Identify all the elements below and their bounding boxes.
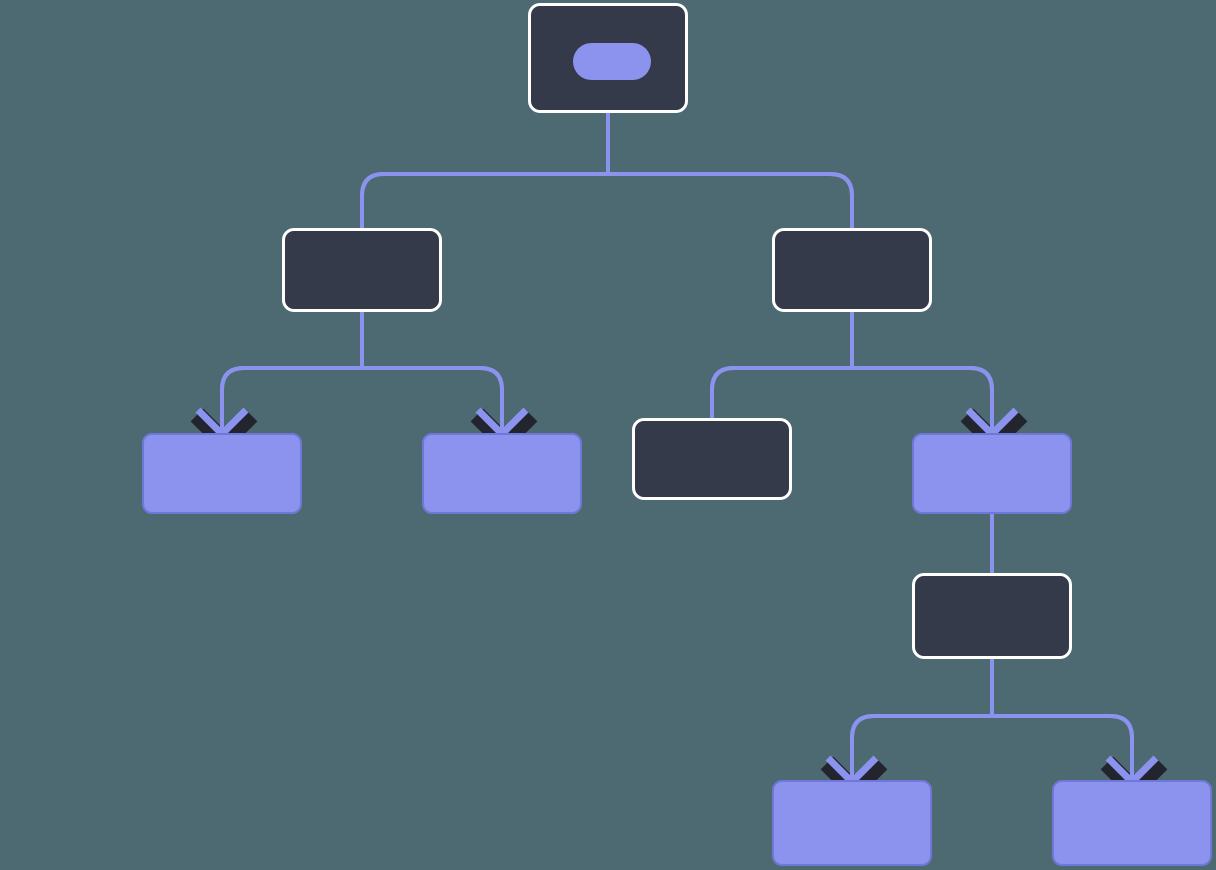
- leaf-node-right-branching[interactable]: [912, 433, 1072, 514]
- edge-sub-branch-to-bottom-left: [850, 659, 994, 786]
- arrowhead-icon: [825, 755, 879, 787]
- leaf-node-bottom-right[interactable]: [1052, 780, 1212, 866]
- edge-left-branch-to-leaf-two: [360, 312, 504, 438]
- leaf-node-left-second[interactable]: [422, 433, 582, 514]
- terminal-node-dark[interactable]: [632, 418, 792, 500]
- edge-right-branch-to-terminal: [710, 312, 854, 418]
- sub-branch-node[interactable]: [912, 573, 1072, 659]
- edge-right-branch-to-leaf: [850, 312, 994, 438]
- arrowhead-icon: [475, 407, 529, 439]
- arrowhead-icon: [1105, 755, 1159, 787]
- edge-left-branch-to-leaf-two-overlay: [360, 312, 504, 438]
- arrowhead-icon: [195, 407, 249, 439]
- edge-sub-branch-to-bottom-right-overlay: [990, 659, 1134, 786]
- edge-sub-branch-to-bottom-right: [990, 659, 1134, 786]
- edge-left-branch-to-leaf-one: [220, 312, 364, 438]
- edge-right-branch-to-leaf-overlay: [850, 312, 994, 438]
- leaf-node-bottom-left[interactable]: [772, 780, 932, 866]
- arrowhead-icon: [965, 407, 1019, 439]
- branch-node-right[interactable]: [772, 228, 932, 312]
- edge-right-branch-to-terminal-overlay: [710, 312, 854, 418]
- edge-sub-branch-to-bottom-left-overlay: [850, 659, 994, 786]
- branch-node-left[interactable]: [282, 228, 442, 312]
- leaf-node-left-first[interactable]: [142, 433, 302, 514]
- root-node-pill-icon: [573, 43, 651, 80]
- edge-left-branch-to-leaf-one-overlay: [220, 312, 364, 438]
- root-node[interactable]: [528, 3, 688, 113]
